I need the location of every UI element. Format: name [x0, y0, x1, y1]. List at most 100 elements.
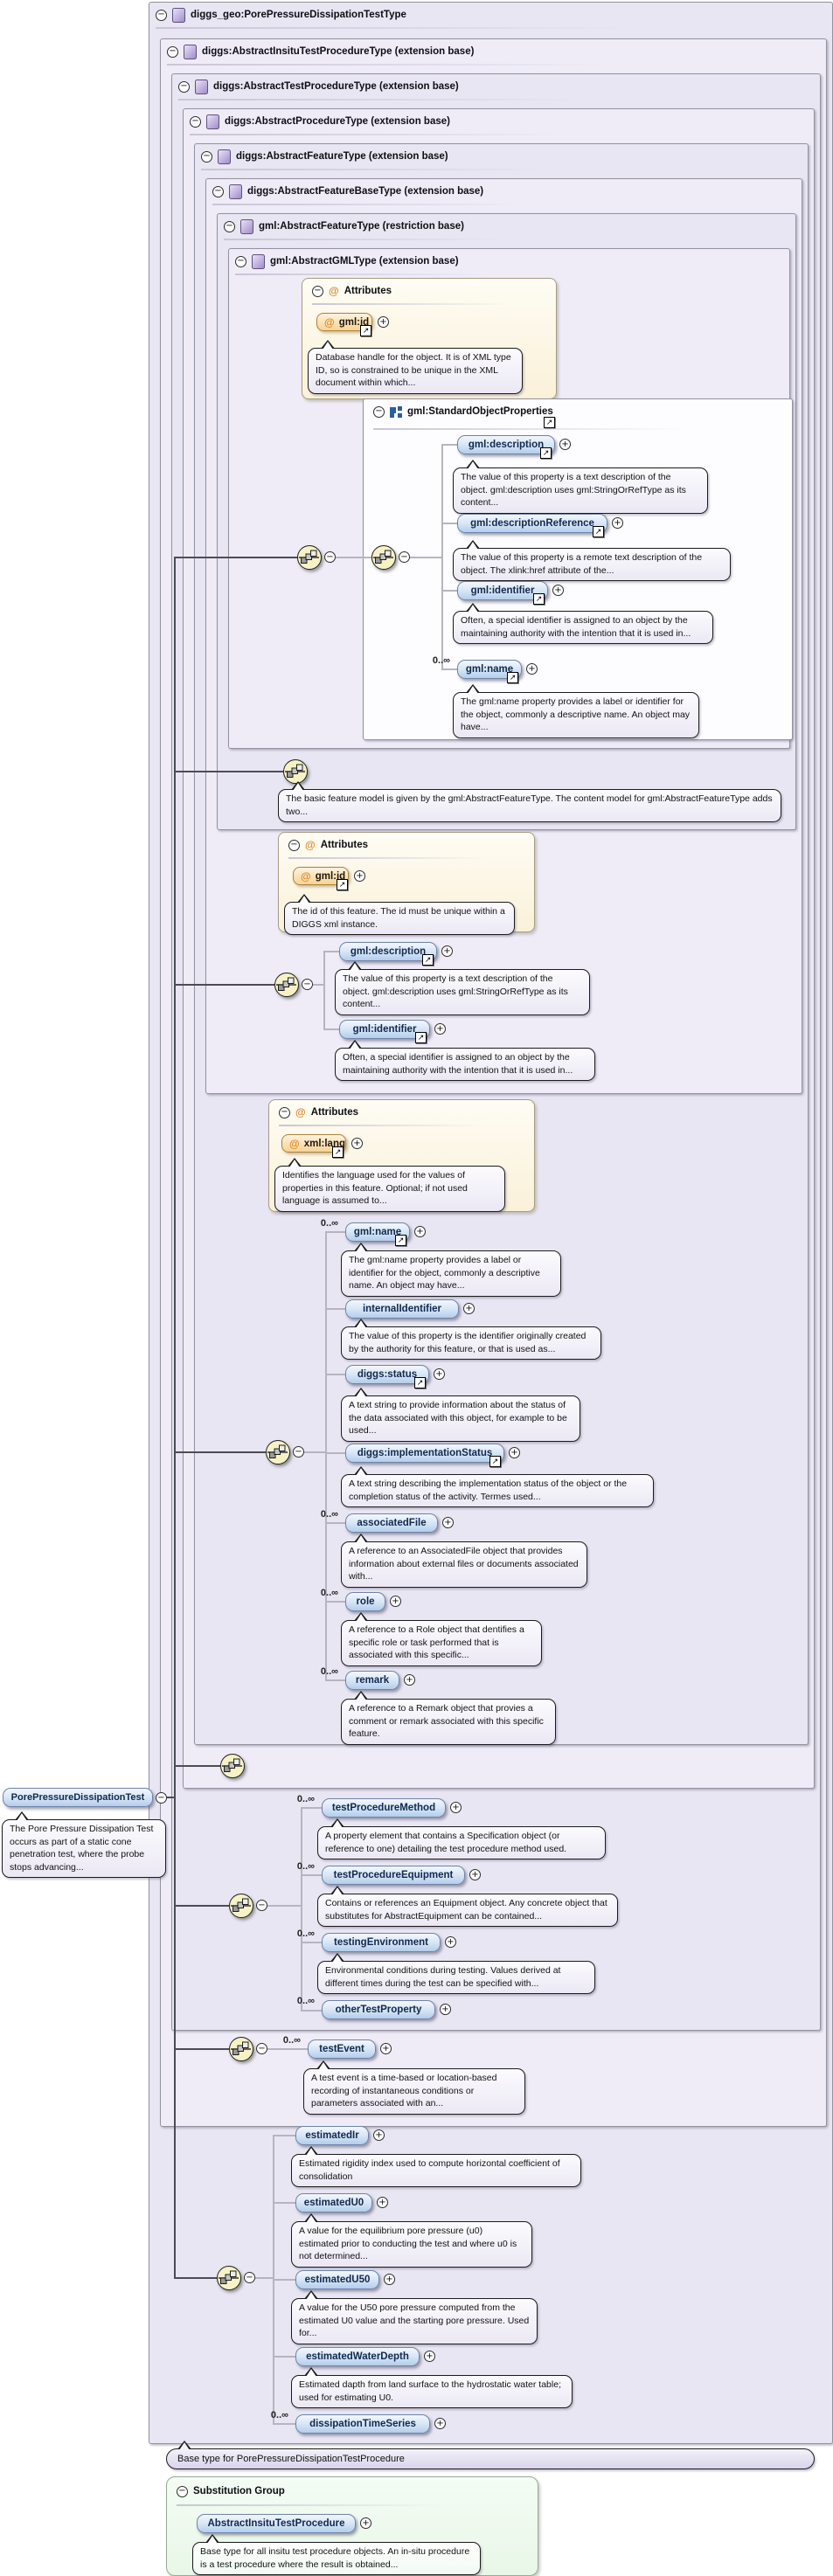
- link-icon[interactable]: ↗: [544, 417, 555, 428]
- expand-icon[interactable]: +: [440, 2004, 451, 2015]
- expand-icon[interactable]: +: [463, 1303, 475, 1314]
- expand-icon[interactable]: +: [380, 2043, 392, 2054]
- element-chip-gml-description[interactable]: gml:description: [457, 435, 555, 454]
- attribute-chip-gml-id[interactable]: @ gml:id: [316, 313, 372, 331]
- link-icon[interactable]: ↗: [415, 1032, 427, 1043]
- element-chip-abstract-insitu-test-procedure[interactable]: AbstractInsituTestProcedure: [197, 2514, 356, 2533]
- link-icon[interactable]: ↗: [540, 447, 552, 459]
- expand-icon[interactable]: +: [414, 1226, 426, 1237]
- element-chip-test-event[interactable]: testEvent: [308, 2039, 376, 2059]
- trunk-line: [174, 557, 176, 2279]
- expand-icon[interactable]: +: [559, 439, 571, 450]
- element-chip-estimated-ir[interactable]: estimatedIr: [295, 2126, 369, 2145]
- attribute-chip-xml-lang[interactable]: @ xml:lang: [281, 1134, 346, 1153]
- collapse-toggle[interactable]: −: [177, 2485, 188, 2497]
- expand-icon[interactable]: +: [434, 1368, 445, 1380]
- element-chip-diggs-implementation-status[interactable]: diggs:implementationStatus: [345, 1444, 504, 1463]
- expand-icon[interactable]: +: [377, 2197, 388, 2208]
- expand-icon[interactable]: +: [441, 945, 453, 957]
- collapse-toggle[interactable]: −: [224, 220, 235, 232]
- element-chip-diggs-status[interactable]: diggs:status: [345, 1365, 429, 1384]
- expand-icon[interactable]: +: [450, 1802, 462, 1813]
- expand-icon[interactable]: +: [552, 585, 564, 596]
- expand-icon[interactable]: +: [442, 1517, 454, 1528]
- expand-icon[interactable]: +: [434, 1023, 446, 1035]
- collapse-toggle[interactable]: −: [190, 115, 201, 128]
- element-chip-other-test-property[interactable]: otherTestProperty: [322, 2000, 435, 2019]
- link-icon[interactable]: ↗: [360, 325, 371, 336]
- branch-line: [176, 2048, 229, 2050]
- collapse-toggle[interactable]: −: [178, 80, 190, 93]
- element-chip-gml-name[interactable]: gml:name: [457, 660, 522, 679]
- expand-icon[interactable]: +: [354, 870, 365, 882]
- element-chip-dissipation-time-series[interactable]: dissipationTimeSeries: [295, 2414, 430, 2434]
- collapse-toggle[interactable]: −: [302, 979, 313, 990]
- element-chip-gml-name[interactable]: gml:name: [345, 1222, 410, 1242]
- element-chip-test-procedure-method[interactable]: testProcedureMethod: [322, 1798, 446, 1818]
- link-icon[interactable]: ↗: [593, 526, 604, 537]
- expand-icon[interactable]: +: [612, 517, 623, 529]
- element-chip-gml-identifier[interactable]: gml:identifier: [339, 1020, 430, 1039]
- link-icon[interactable]: ↗: [422, 954, 434, 966]
- expand-icon[interactable]: +: [469, 1869, 481, 1880]
- expand-icon[interactable]: +: [390, 1596, 401, 1607]
- element-chip-role[interactable]: role: [345, 1592, 385, 1611]
- expand-icon[interactable]: +: [384, 2274, 395, 2285]
- link-icon[interactable]: ↗: [332, 1146, 344, 1158]
- collapse-toggle[interactable]: −: [156, 9, 167, 21]
- link-icon[interactable]: ↗: [414, 1377, 426, 1388]
- collapse-toggle[interactable]: −: [201, 150, 212, 163]
- callout-associated-file: A reference to an AssociatedFile object …: [341, 1534, 587, 1588]
- collapse-toggle[interactable]: −: [244, 2272, 255, 2283]
- collapse-toggle[interactable]: −: [156, 1792, 167, 1804]
- element-chip-gml-description-reference[interactable]: gml:descriptionReference: [457, 514, 607, 533]
- attribute-chip-gml-id[interactable]: @ gml:id: [293, 867, 349, 885]
- collapse-toggle[interactable]: −: [256, 1900, 267, 1911]
- collapse-toggle[interactable]: −: [293, 1446, 304, 1458]
- element-chip-associated-file[interactable]: associatedFile: [345, 1513, 438, 1533]
- link-icon[interactable]: ↗: [533, 593, 545, 605]
- collapse-toggle[interactable]: −: [212, 185, 224, 197]
- element-chip-testing-environment[interactable]: testingEnvironment: [322, 1933, 441, 1952]
- link-icon[interactable]: ↗: [507, 672, 518, 683]
- expand-icon[interactable]: +: [404, 1674, 415, 1686]
- element-chip-pore-pressure-dissipation-test[interactable]: PorePressureDissipationTest: [3, 1788, 153, 1807]
- element-chip-estimated-u0[interactable]: estimatedU0: [295, 2193, 372, 2212]
- collapse-toggle[interactable]: −: [256, 2043, 267, 2054]
- collapse-toggle[interactable]: −: [399, 551, 410, 563]
- sequence-icon: [229, 2037, 253, 2061]
- expand-icon[interactable]: +: [373, 2129, 385, 2141]
- expand-icon[interactable]: +: [445, 1936, 456, 1948]
- collapse-toggle[interactable]: −: [167, 45, 178, 58]
- collapse-toggle[interactable]: −: [288, 839, 300, 851]
- collapse-toggle[interactable]: −: [235, 255, 246, 267]
- element-chip-estimated-u50[interactable]: estimatedU50: [295, 2270, 379, 2289]
- element-chip-internal-identifier[interactable]: internalIdentifier: [345, 1299, 459, 1319]
- link-icon[interactable]: ↗: [489, 1456, 501, 1467]
- element-chip-gml-description[interactable]: gml:description: [339, 942, 437, 961]
- link-icon[interactable]: ↗: [337, 879, 348, 890]
- element-chip-gml-identifier[interactable]: gml:identifier: [457, 581, 548, 600]
- collapse-toggle[interactable]: −: [312, 285, 323, 297]
- callout-estimated-u50: A value for the U50 pore pressure comput…: [291, 2290, 538, 2344]
- callout-internal-identifier: The value of this property is the identi…: [341, 1319, 601, 1360]
- expand-icon[interactable]: +: [360, 2517, 371, 2529]
- bracket-stub: [273, 2423, 295, 2425]
- link-icon[interactable]: ↗: [395, 1235, 406, 1246]
- expand-icon[interactable]: +: [509, 1447, 520, 1458]
- connector-line: [410, 557, 441, 558]
- collapse-toggle[interactable]: −: [373, 405, 385, 418]
- expand-icon[interactable]: +: [424, 2351, 435, 2362]
- level7-header: − gml:AbstractGMLType (extension base): [235, 253, 459, 270]
- callout-restriction-note: The basic feature model is given by the …: [278, 781, 781, 822]
- element-chip-test-procedure-equipment[interactable]: testProcedureEquipment: [322, 1866, 465, 1885]
- element-chip-estimated-water-depth[interactable]: estimatedWaterDepth: [295, 2347, 420, 2366]
- expand-icon[interactable]: +: [351, 1138, 363, 1149]
- element-chip-remark[interactable]: remark: [345, 1671, 399, 1690]
- collapse-toggle[interactable]: −: [279, 1106, 290, 1118]
- expand-icon[interactable]: +: [378, 316, 389, 328]
- collapse-toggle[interactable]: −: [324, 551, 336, 563]
- connector-line: [313, 984, 323, 986]
- expand-icon[interactable]: +: [434, 2418, 446, 2429]
- expand-icon[interactable]: +: [526, 663, 538, 675]
